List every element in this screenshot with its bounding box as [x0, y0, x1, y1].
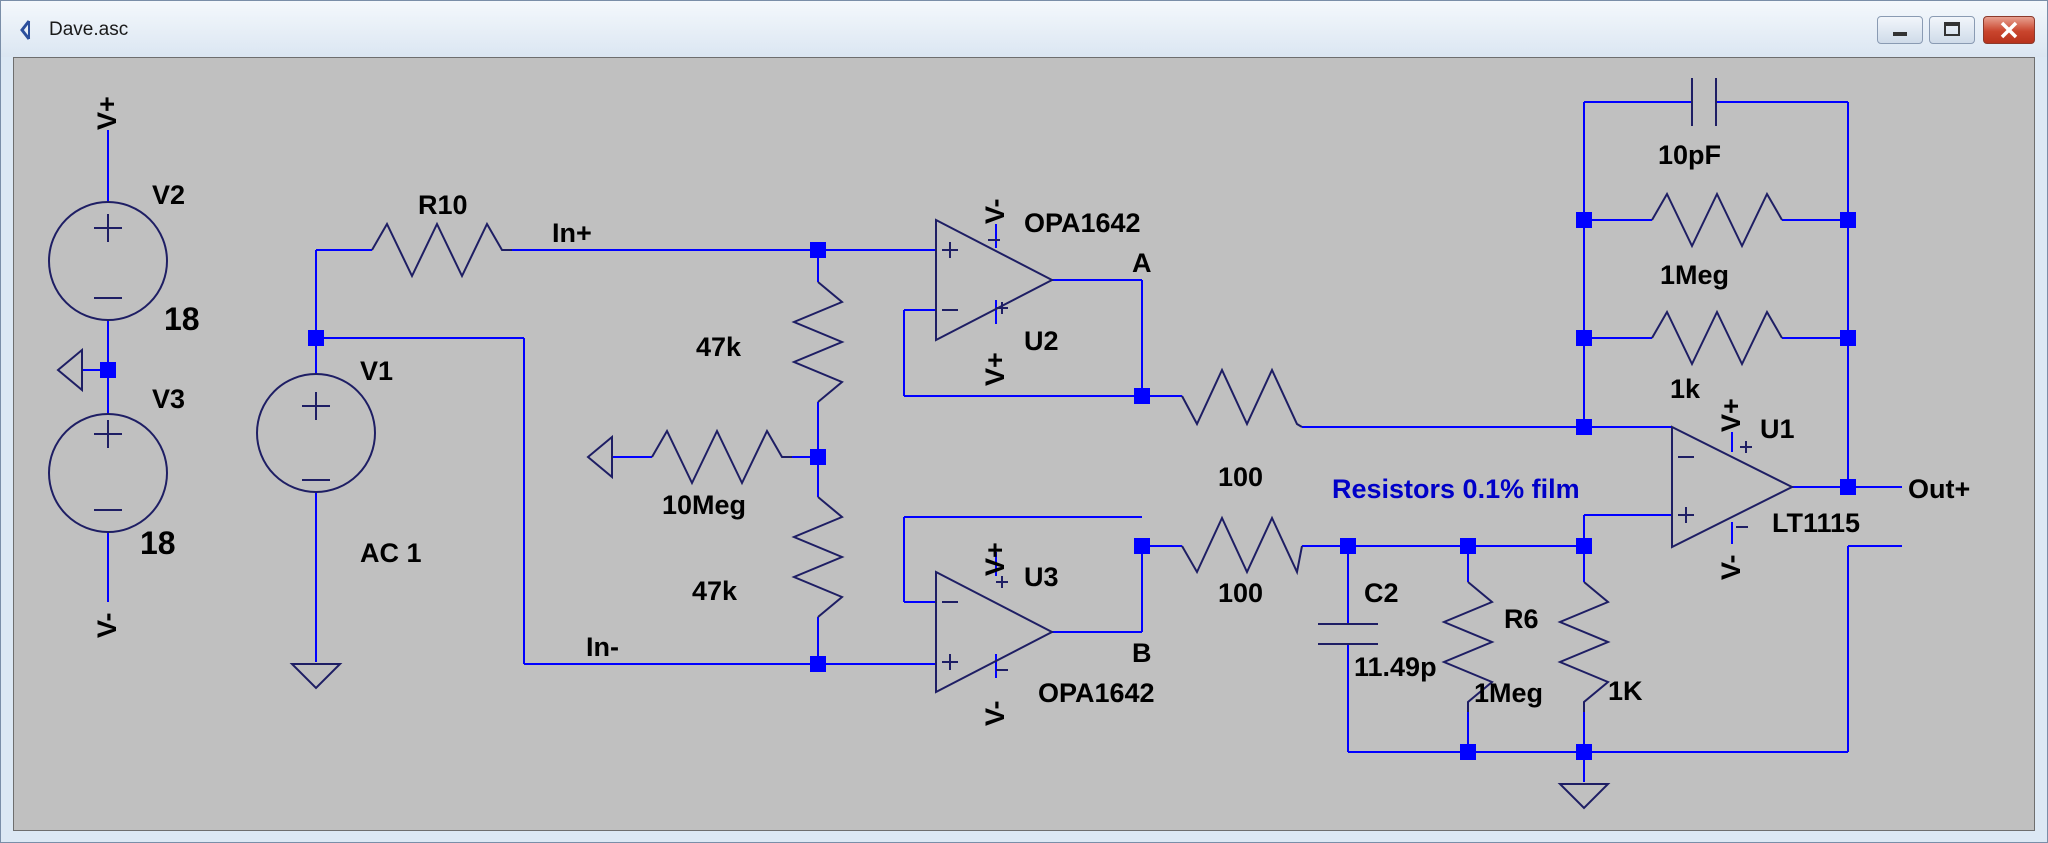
close-button[interactable] [1983, 16, 2035, 44]
label-v2-value: 18 [164, 301, 200, 337]
junction-nodes [100, 212, 1856, 760]
label-v2: V2 [152, 180, 185, 210]
label-r6-value: 1Meg [1474, 678, 1543, 708]
v3-source-symbol[interactable] [48, 413, 168, 533]
label-u1: U1 [1760, 414, 1795, 444]
wires [82, 101, 1902, 782]
label-u2-model: OPA1642 [1024, 208, 1141, 238]
label-r-100-bottom: 100 [1218, 578, 1263, 608]
label-r10: R10 [418, 190, 468, 220]
r6-resistor[interactable] [1441, 581, 1495, 712]
u1-opamp-symbol[interactable] [1671, 425, 1795, 549]
window-title: Dave.asc [49, 19, 129, 40]
r10-resistor[interactable] [371, 221, 512, 279]
label-r-1k-ground: 1K [1608, 676, 1643, 706]
label-vplus-supply: V+ [92, 96, 122, 130]
label-c2: C2 [1364, 578, 1399, 608]
label-u3-vplus: V+ [980, 542, 1010, 576]
label-v3-value: 18 [140, 525, 176, 561]
schematic-drawing[interactable]: V+ V2 18 V3 18 V- R10 V1 AC 1 In+ In- 47… [14, 58, 2034, 830]
v2-source-symbol[interactable] [48, 201, 168, 321]
label-r-1meg-feedback: 1Meg [1660, 260, 1729, 290]
r-100-top[interactable] [1181, 367, 1303, 428]
label-u2: U2 [1024, 326, 1059, 356]
label-v3: V3 [152, 384, 185, 414]
r-100-bottom[interactable] [1181, 515, 1303, 576]
ltspice-app-icon [20, 20, 31, 40]
label-r-100-top: 100 [1218, 462, 1263, 492]
label-u1-model: LT1115 [1772, 508, 1860, 538]
r-47k-top[interactable] [791, 281, 845, 403]
ground-symbol-v3 [56, 347, 83, 393]
ground-symbol-10meg [586, 434, 613, 480]
ground-symbol-v1 [289, 663, 343, 690]
label-u3-vminus: V- [980, 700, 1010, 726]
label-c-10pf: 10pF [1658, 140, 1721, 170]
label-c2-value: 11.49p [1354, 652, 1437, 682]
label-u1-vplus: V+ [1716, 398, 1746, 432]
title-bar[interactable]: Dave.asc [1, 1, 2047, 57]
label-out-plus: Out+ [1908, 474, 1970, 504]
r-1k-feedback[interactable] [1651, 309, 1783, 367]
label-r-47k-bottom: 47k [692, 576, 738, 606]
label-u2-vplus: V+ [980, 352, 1010, 386]
maximize-icon [1944, 22, 1960, 36]
label-r-10meg: 10Meg [662, 490, 746, 520]
label-net-in-plus: In+ [552, 218, 592, 248]
r-1meg-feedback[interactable] [1651, 191, 1783, 249]
v1-source-symbol[interactable] [256, 373, 376, 493]
components [48, 78, 1795, 810]
r-47k-bottom[interactable] [791, 496, 845, 618]
schematic-canvas[interactable]: V+ V2 18 V3 18 V- R10 V1 AC 1 In+ In- 47… [13, 57, 2035, 831]
label-u2-vminus: V- [980, 198, 1010, 224]
u3-opamp-symbol[interactable] [935, 570, 1055, 694]
label-net-b: B [1132, 638, 1152, 668]
label-u1-vminus: V- [1716, 554, 1746, 580]
u2-opamp-symbol[interactable] [935, 218, 1055, 342]
label-r6: R6 [1504, 604, 1539, 634]
label-v1: V1 [360, 356, 393, 386]
close-icon [2000, 21, 2018, 39]
minimize-icon [1893, 32, 1907, 36]
c-10pf-capacitor[interactable] [1691, 78, 1717, 126]
r-1k-ground[interactable] [1557, 581, 1611, 712]
ground-symbol-u1 [1557, 783, 1611, 810]
label-vminus-supply: V- [92, 612, 122, 638]
label-net-in-minus: In- [586, 632, 619, 662]
schematic-comment: Resistors 0.1% film [1332, 474, 1580, 504]
r-10meg[interactable] [651, 428, 792, 486]
c2-capacitor[interactable] [1318, 623, 1378, 645]
label-r-1k-feedback: 1k [1670, 374, 1701, 404]
label-u3: U3 [1024, 562, 1059, 592]
minimize-button[interactable] [1877, 16, 1923, 44]
label-v1-value: AC 1 [360, 538, 422, 568]
label-net-a: A [1132, 248, 1152, 278]
label-u3-model: OPA1642 [1038, 678, 1155, 708]
label-r-47k-top: 47k [696, 332, 742, 362]
maximize-button[interactable] [1929, 16, 1975, 44]
